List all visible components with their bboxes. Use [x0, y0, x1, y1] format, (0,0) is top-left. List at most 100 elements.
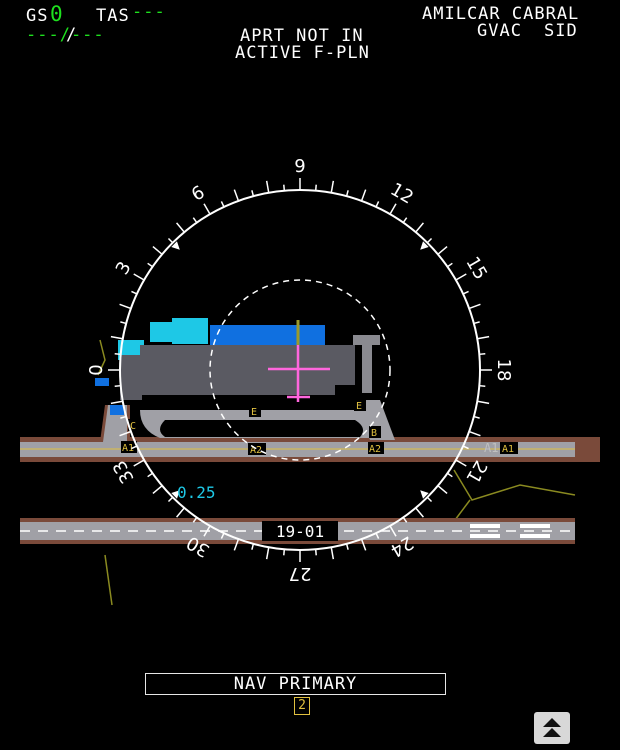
compass-ticks [108, 178, 492, 562]
compass-tick [119, 303, 132, 310]
compass-tick [314, 549, 317, 556]
compass-tick [455, 273, 467, 281]
compass-tick [389, 203, 397, 215]
compass-tick [402, 217, 408, 223]
compass-tick [133, 273, 145, 281]
compass-tick [402, 517, 408, 523]
compass-tick [110, 335, 123, 340]
taxiway-label: A1 [502, 444, 514, 455]
message-line-2: ACTIVE F-PLN [235, 43, 370, 63]
compass-tick [426, 496, 433, 503]
heading-label: 0 [86, 364, 107, 375]
compass-tick [375, 532, 380, 539]
compass-tick [152, 246, 163, 255]
compass-tick [468, 430, 481, 437]
range-ring-label: 0.25 [177, 483, 216, 502]
compass-tick [265, 180, 270, 193]
compass-tick [389, 525, 397, 537]
compass-tick [114, 353, 121, 356]
compass-tick [110, 400, 123, 405]
compass-tick [176, 507, 185, 518]
gs-value: 0 [50, 2, 64, 26]
aircraft-position-icon [268, 345, 330, 402]
compass-tick [192, 517, 198, 523]
compass-marker [171, 241, 180, 250]
compass-tick [468, 303, 481, 310]
taxiway-label: E [356, 401, 362, 412]
compass-tick [437, 246, 448, 255]
compass-tick [220, 201, 225, 208]
heading-label: 15 [461, 253, 491, 283]
compass-tick [233, 538, 240, 551]
taxiway-labels: A1 A1 A2 A2 E E C B A1 [121, 399, 518, 456]
runway-label-box [262, 521, 338, 541]
compass-tick [330, 547, 335, 560]
compass-tick [283, 549, 286, 556]
heading-label: 3 [112, 258, 136, 278]
compass-tick [131, 445, 138, 450]
compass-tick [360, 189, 367, 202]
procedure-label: SID [544, 21, 578, 41]
compass-marker [171, 490, 180, 499]
taxiway-label: A2 [250, 445, 262, 456]
runway-label: 19-01 [276, 522, 324, 541]
heading-label: 27 [289, 563, 312, 584]
compass-tick [147, 472, 153, 478]
compass-tick [479, 384, 486, 387]
range-ring [209, 279, 391, 461]
compass-tick [473, 321, 480, 325]
nav-mode-box: NAV PRIMARY [145, 673, 446, 695]
compass-tick [265, 547, 270, 560]
tas-label: TAS [96, 6, 130, 26]
taxiway-network [20, 400, 600, 462]
display-index-box: 2 [294, 697, 310, 715]
compass-tick [251, 543, 255, 550]
taxiway-label: C [130, 421, 136, 432]
compass-tick [473, 415, 480, 419]
compass-tick [133, 459, 145, 467]
compass-tick [120, 321, 127, 325]
heading-label: 12 [387, 179, 417, 209]
gs-label: GS [26, 6, 49, 26]
compass-tick [479, 353, 486, 356]
compass-tick [314, 184, 317, 191]
compass-tick [152, 485, 163, 494]
airport-code: GVAC [477, 21, 522, 41]
compass-tick [415, 507, 424, 518]
navigation-display[interactable]: 19-01 A1 A1 A2 A2 E E C B A1 91215182124… [0, 0, 620, 660]
compass-tick [447, 472, 453, 478]
compass-tick [455, 459, 467, 467]
display-index-label: 2 [298, 698, 306, 713]
compass-tick [477, 400, 490, 405]
compass-tick [176, 222, 185, 233]
tas-value: --- [132, 2, 166, 22]
compass-tick [375, 201, 380, 208]
terrain-lines [97, 339, 576, 606]
taxiway-label: E [251, 407, 257, 418]
compass-tick [330, 180, 335, 193]
compass-tick [131, 290, 138, 295]
taxiway-label: A1 [122, 443, 134, 454]
compass-tick [462, 290, 469, 295]
compass-tick [447, 262, 453, 268]
taxiway-label: B [371, 428, 377, 439]
compass-tick [251, 190, 255, 197]
compass-tick [147, 262, 153, 268]
compass-tick [119, 430, 132, 437]
terminal-area [95, 318, 380, 415]
compass-tick [220, 532, 225, 539]
wind-slash: / [66, 25, 78, 45]
compass-tick [283, 184, 286, 191]
taxiway-label: A1 [484, 441, 498, 455]
compass-tick [345, 543, 349, 550]
compass-tick [477, 335, 490, 340]
compass-tick [192, 217, 198, 223]
heading-label: 6 [188, 182, 208, 206]
compass-tick [114, 384, 121, 387]
compass-tick [120, 415, 127, 419]
double-chevron-up-icon[interactable] [534, 712, 570, 744]
compass-tick [437, 485, 448, 494]
nav-mode-label: NAV PRIMARY [233, 674, 358, 694]
